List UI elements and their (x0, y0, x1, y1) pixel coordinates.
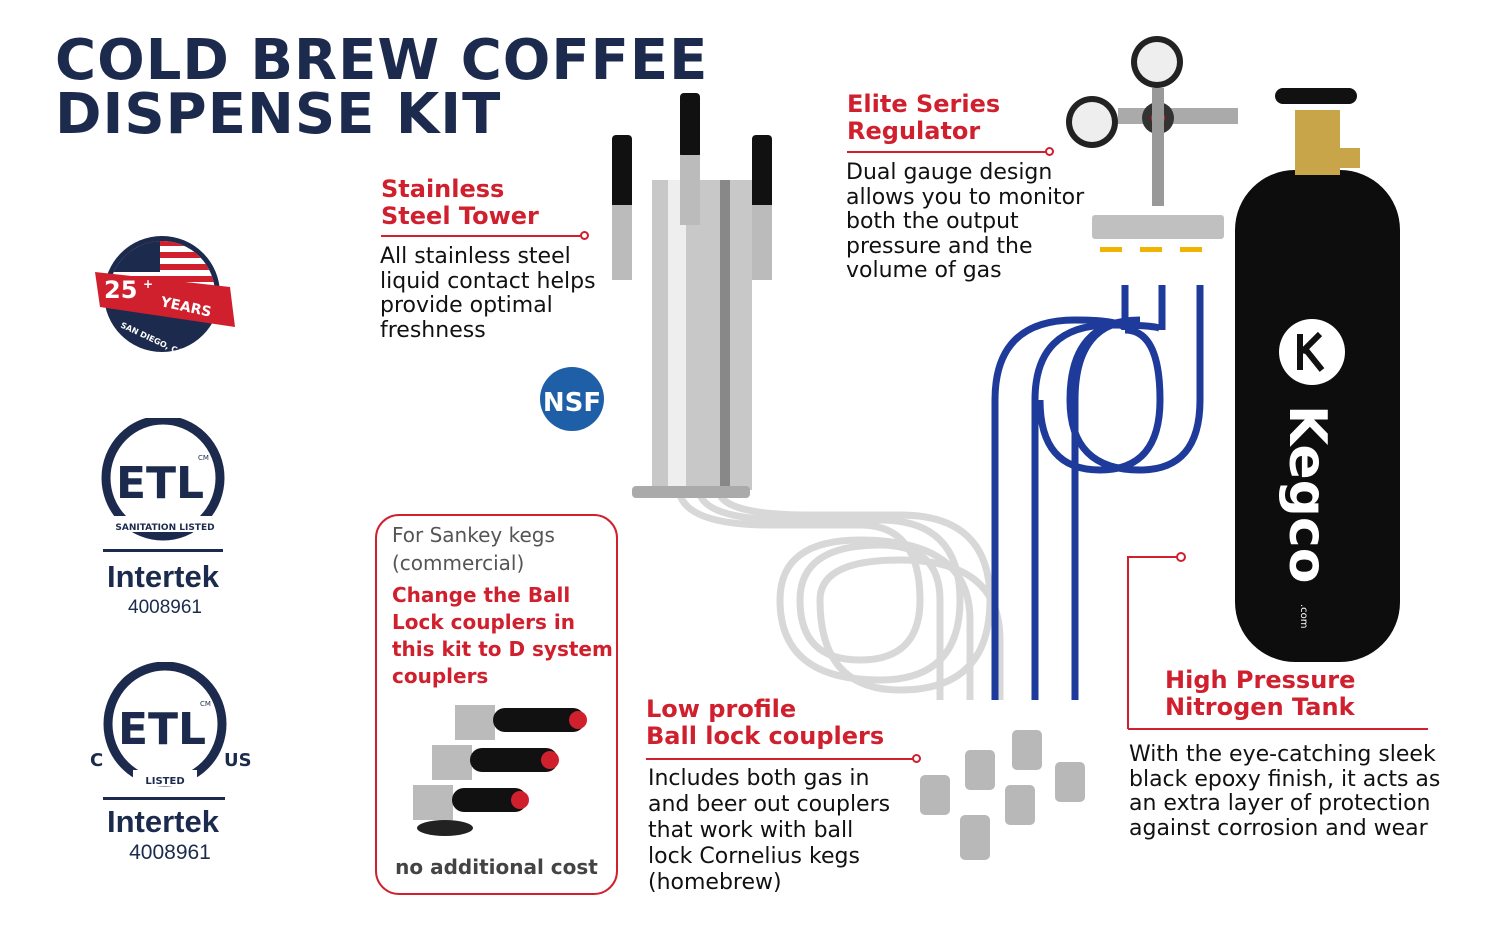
sankey-highlight-line: this kit to D system (392, 637, 613, 661)
etl-sanitation-logo: ETL CM SANITATION LISTED (101, 418, 225, 541)
divider (103, 549, 223, 552)
sankey-highlight-line: couplers (392, 664, 489, 688)
nsf-text: NSF (543, 388, 601, 418)
page-title: COLD BREW COFFEE DISPENSE KIT (55, 28, 709, 147)
tower-body-line: provide optimal (380, 293, 553, 318)
etl-mark: ETL (118, 704, 206, 755)
manifold-icon (1092, 215, 1224, 239)
tank-brand: Kegco (1277, 405, 1337, 583)
title-line-2: DISPENSE KIT (55, 82, 502, 147)
regulator-icon (1066, 36, 1238, 206)
regulator-heading: Elite Series Regulator (847, 91, 1000, 145)
divider (103, 797, 225, 800)
years-plus: + (143, 277, 153, 291)
tower-icon (612, 93, 772, 498)
etl-sub: SANITATION LISTED (115, 523, 214, 533)
intertek-number: 4008961 (129, 841, 211, 864)
sankey-intro-line: (commercial) (392, 551, 525, 575)
tower-dot (580, 231, 589, 240)
etl-mark: ETL (116, 458, 204, 509)
etl-us: US (224, 750, 252, 771)
tank-body-line: against corrosion and wear (1129, 815, 1428, 841)
title-line-1: COLD BREW COFFEE (55, 28, 709, 93)
25-years-badge: 25 + YEARS SAN DIEGO, CA (95, 236, 235, 357)
sankey-intro: For Sankey kegs (commercial) (392, 521, 555, 577)
tank-body-line: black epoxy finish, it acts as (1129, 766, 1441, 792)
tank-body-line: an extra layer of protection (1129, 791, 1431, 816)
regulator-rule (847, 151, 1047, 153)
tower-body-line: liquid contact helps (380, 268, 596, 294)
ball-lock-couplers-icon (920, 730, 1085, 860)
regulator-heading-1: Elite Series (847, 90, 1001, 118)
regulator-body-line: Dual gauge design (846, 160, 1053, 185)
regulator-body-line: allows you to monitor (846, 184, 1085, 210)
etl-listed-logo: ETL CM LISTED C US (90, 662, 252, 787)
sankey-info-box (375, 514, 618, 895)
sankey-highlight-line: Change the Ball (392, 583, 571, 607)
couplers-body-line: that work with ball (648, 818, 854, 843)
tank-heading: High Pressure Nitrogen Tank (1165, 667, 1355, 721)
tower-body-line: All stainless steel (380, 244, 571, 269)
couplers-heading-1: Low profile (646, 695, 797, 723)
regulator-body-line: pressure and the (846, 233, 1033, 259)
tank-brand-suffix: .com (1298, 604, 1309, 629)
tank-heading-2: Nitrogen Tank (1165, 693, 1355, 721)
regulator-dot (1045, 147, 1054, 156)
tank-heading-1: High Pressure (1165, 666, 1356, 694)
couplers-body-line: lock Cornelius kegs (648, 844, 860, 869)
sankey-highlight-line: Lock couplers in (392, 610, 575, 634)
etl-cm: CM (198, 454, 209, 462)
couplers-body-line: (homebrew) (648, 870, 782, 895)
tank-body: With the eye-catching sleek black epoxy … (1129, 742, 1441, 841)
tank-body-line: With the eye-catching sleek (1129, 742, 1436, 767)
kegco-k-logo-icon (1297, 331, 1325, 372)
couplers-body-line: and beer out couplers (648, 792, 891, 817)
etl-c: C (90, 750, 103, 771)
tank-rule (1128, 728, 1428, 730)
sankey-footer: no additional cost (395, 855, 598, 879)
etl-sub: LISTED (145, 776, 184, 787)
couplers-heading-2: Ball lock couplers (646, 722, 885, 750)
regulator-body-line: both the output (846, 209, 1019, 234)
couplers-body-line: Includes both gas in (648, 766, 870, 791)
tower-heading-2: Steel Tower (381, 202, 539, 230)
etl-cm: CM (200, 700, 211, 708)
sankey-intro-line: For Sankey kegs (392, 523, 555, 547)
regulator-body: Dual gauge design allows you to monitor … (846, 160, 1085, 284)
grey-hoses (676, 493, 1004, 700)
sankey-highlight: Change the Ball Lock couplers in this ki… (392, 582, 613, 690)
blue-hoses (991, 285, 1204, 700)
tower-rule (381, 235, 583, 237)
couplers-heading: Low profile Ball lock couplers (646, 696, 884, 750)
couplers-dot (912, 754, 921, 763)
regulator-body-line: volume of gas (846, 258, 1002, 283)
tower-body-line: freshness (380, 317, 486, 343)
sankey-couplers-icon (413, 705, 587, 836)
tower-heading-1: Stainless (381, 175, 505, 203)
nsf-badge (540, 367, 604, 431)
couplers-rule (646, 758, 914, 760)
intertek-brand: Intertek (107, 804, 219, 839)
regulator-heading-2: Regulator (847, 117, 981, 145)
couplers-body: Includes both gas in and beer out couple… (648, 766, 890, 896)
tower-body: All stainless steel liquid contact helps… (380, 244, 596, 343)
intertek-number: 4008961 (128, 597, 202, 618)
tower-heading: Stainless Steel Tower (381, 176, 539, 230)
nitrogen-tank-icon: Kegco .com (1235, 88, 1400, 662)
intertek-brand: Intertek (107, 559, 219, 594)
years-number: 25 (104, 276, 137, 304)
